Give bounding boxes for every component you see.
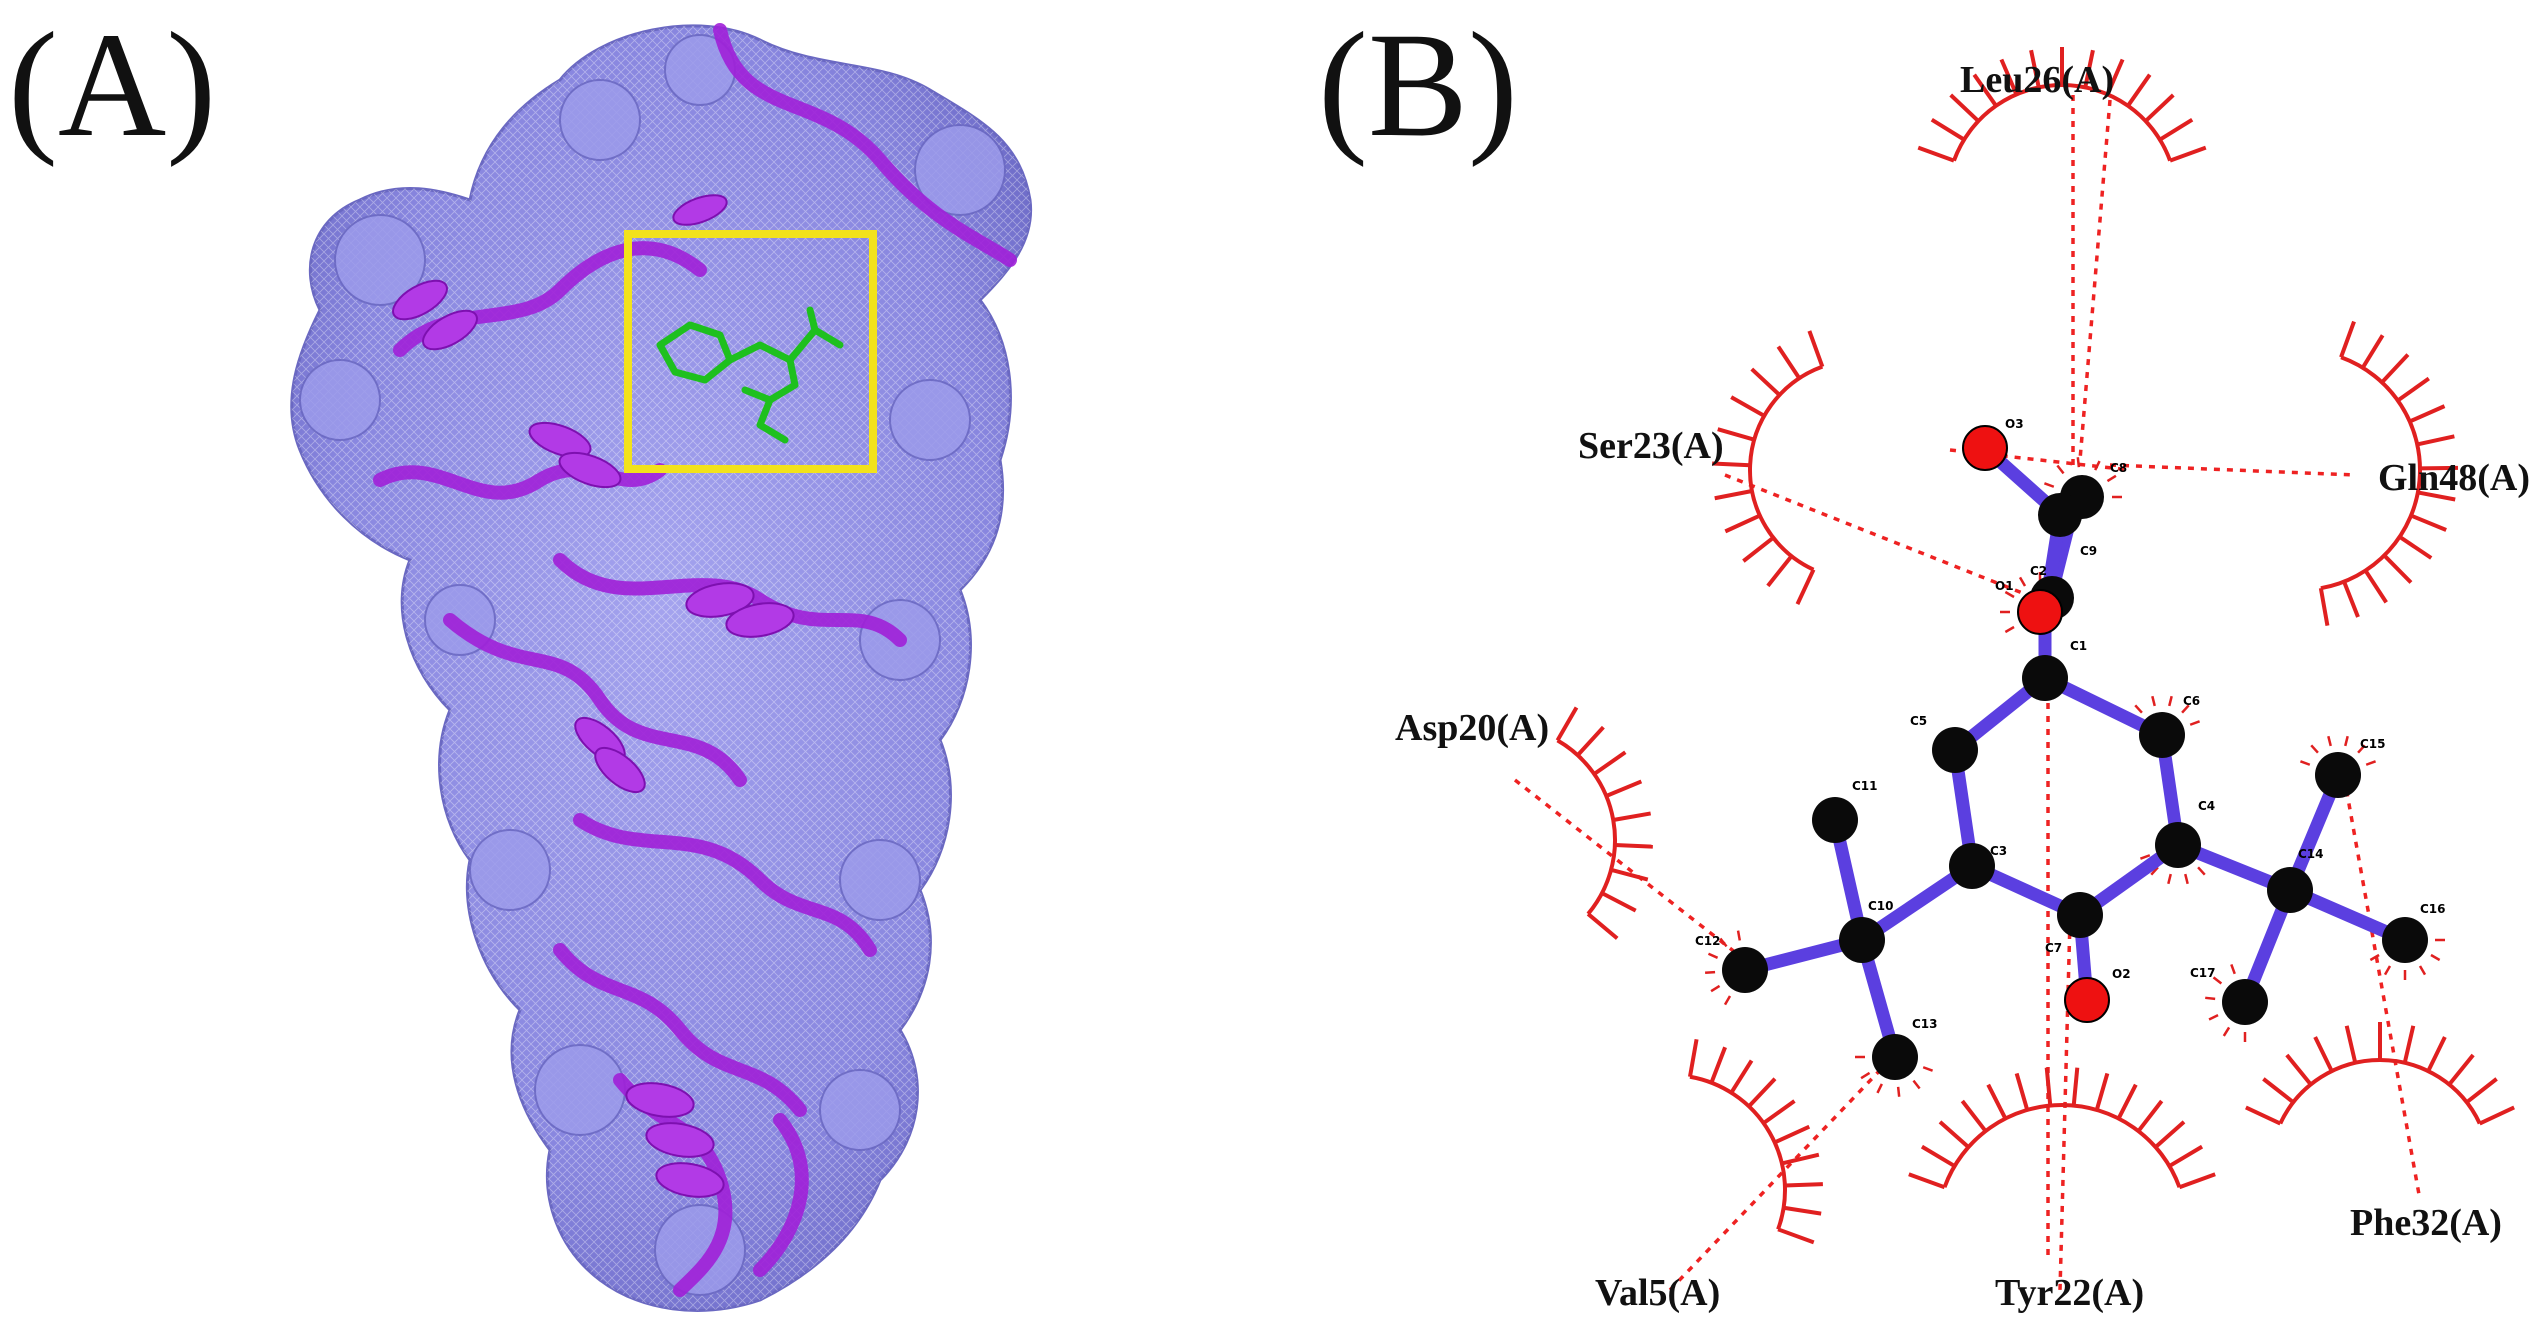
protein-surface-rendering (290, 23, 1033, 1312)
atom-contact-spikes (2369, 938, 2445, 980)
atom-c1 (2022, 655, 2068, 701)
atom-label-c16: C16 (2420, 902, 2446, 916)
residue-labels: Leu26(A) Ser23(A) Gln48(A) Asp20(A) Val5… (1395, 59, 2530, 1314)
residue-label-val5: Val5(A) (1595, 1272, 1720, 1314)
atom-c13 (1872, 1034, 1918, 1080)
atom-contact-spikes (2205, 963, 2247, 1042)
arc-asp20 (1555, 706, 1653, 940)
atom-contact-spikes (2043, 457, 2122, 499)
atom-label-c8: C8 (2110, 461, 2127, 475)
atom-c11 (1812, 797, 1858, 843)
atom-label-c7: C7 (2045, 941, 2062, 955)
atom-o1 (2017, 589, 2063, 635)
binding-site-highlight-box (624, 230, 877, 473)
ligand-atoms (1722, 425, 2428, 1080)
atom-label-o1: O1 (1995, 579, 2014, 593)
atom-labels: O3 C8 C9 C2 O1 C1 C5 C6 C11 C3 C4 C15 C1… (1695, 417, 2446, 1031)
residue-label-gln48: Gln48(A) (2378, 457, 2530, 499)
arc-leu26 (1917, 47, 2207, 163)
atom-contact-spikes (2299, 735, 2377, 766)
atom-o3 (1962, 425, 2008, 471)
atom-o2 (2064, 977, 2110, 1023)
residue-label-ser23: Ser23(A) (1578, 425, 1724, 467)
atom-c17 (2222, 979, 2268, 1025)
arc-gln48 (2318, 320, 2459, 626)
atom-label-c15: C15 (2360, 737, 2386, 751)
atom-c15 (2315, 752, 2361, 798)
atom-c9 (2038, 493, 2082, 537)
atom-contact-spikes (1705, 930, 1742, 1006)
arc-tyr22 (1908, 1067, 2216, 1190)
atom-label-c4: C4 (2198, 799, 2215, 813)
panel-b-label: (B) (1318, 2, 1518, 168)
ligand-stick-model (656, 306, 844, 444)
residue-label-asp20: Asp20(A) (1395, 707, 1549, 749)
atom-c14 (2267, 867, 2313, 913)
residue-label-phe32: Phe32(A) (2350, 1202, 2502, 1244)
residue-contact-arcs (1555, 47, 2515, 1245)
atom-label-c17: C17 (2190, 966, 2216, 980)
atom-label-c14: C14 (2298, 847, 2324, 861)
atom-label-o2: O2 (2112, 967, 2131, 981)
residue-label-leu26: Leu26(A) (1960, 59, 2114, 101)
atom-label-c2: C2 (2030, 564, 2047, 578)
atom-label-c6: C6 (2183, 694, 2200, 708)
ligand-bonds (1738, 441, 2412, 1064)
atom-label-c13: C13 (1912, 1017, 1938, 1031)
atom-c4 (2155, 822, 2201, 868)
arc-val5 (1687, 1038, 1823, 1245)
atom-c10 (1839, 917, 1885, 963)
atom-label-c12: C12 (1695, 934, 1721, 948)
helix-segments (392, 194, 795, 1198)
atom-label-o3: O3 (2005, 417, 2024, 431)
atom-c5 (1932, 727, 1978, 773)
panel-a-label: (A) (8, 2, 216, 168)
atom-c6 (2139, 712, 2185, 758)
atom-label-c1: C1 (2070, 639, 2087, 653)
atom-label-c3: C3 (1990, 844, 2007, 858)
residue-label-tyr22: Tyr22(A) (1995, 1272, 2144, 1314)
atom-label-c5: C5 (1910, 714, 1927, 728)
atom-label-c9: C9 (2080, 544, 2097, 558)
atom-label-c11: C11 (1852, 779, 1878, 793)
atom-label-c10: C10 (1868, 899, 1894, 913)
atom-c16 (2382, 917, 2428, 963)
atom-contact-spikes (1855, 1055, 1934, 1097)
arc-phe32 (2245, 1022, 2515, 1126)
atom-c3 (1949, 843, 1995, 889)
atom-c7 (2057, 892, 2103, 938)
atom-c12 (1722, 947, 1768, 993)
arc-ser23 (1712, 330, 1825, 605)
